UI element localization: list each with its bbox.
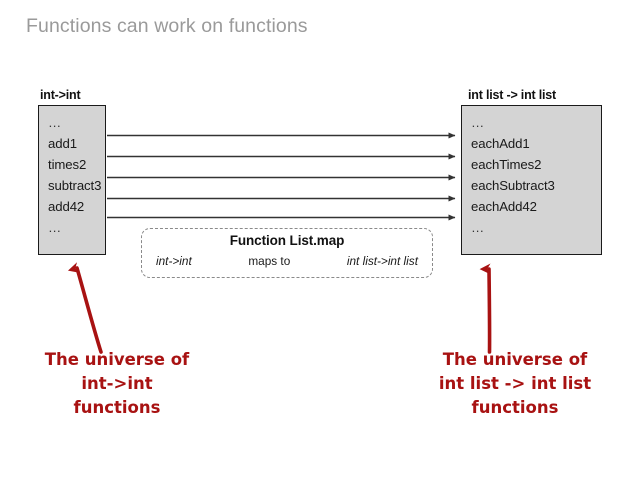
list-item: … xyxy=(48,220,63,235)
list-item: … xyxy=(471,115,486,130)
left-set-header: int->int xyxy=(40,88,81,102)
right-set-header: int list -> int list xyxy=(468,88,557,102)
map-callout-title: Function List.map xyxy=(229,233,345,248)
left-set-box: … add1 times2 subtract3 add42 … xyxy=(38,105,106,255)
annotation-line: functions xyxy=(73,398,161,417)
right-annotation-arrow xyxy=(479,263,492,354)
annotation-line: The universe of xyxy=(442,350,588,369)
right-set-member-list: … eachAdd1 eachTimes2 eachSubtract3 each… xyxy=(471,112,597,238)
list-item: add1 xyxy=(48,136,77,151)
map-relation-label: maps to xyxy=(248,254,291,268)
list-item: eachAdd42 xyxy=(471,199,537,214)
left-annotation-text: The universe of int->int functions xyxy=(22,348,212,420)
annotation-line: int list -> int list xyxy=(438,374,592,393)
left-annotation-arrow xyxy=(67,262,103,354)
list-item: subtract3 xyxy=(48,178,102,193)
list-item: eachTimes2 xyxy=(471,157,542,172)
right-set-box: … eachAdd1 eachTimes2 eachSubtract3 each… xyxy=(461,105,602,255)
left-set-member-list: … add1 times2 subtract3 add42 … xyxy=(48,112,101,238)
list-item: … xyxy=(471,220,486,235)
map-source-type: int->int xyxy=(156,254,192,268)
annotation-line: The universe of xyxy=(44,350,190,369)
page-title: Functions can work on functions xyxy=(26,15,308,37)
mapping-arrow-group xyxy=(107,132,456,221)
list-item: eachSubtract3 xyxy=(471,178,555,193)
list-item: times2 xyxy=(48,157,87,172)
list-item: … xyxy=(48,115,63,130)
right-annotation-text: The universe of int list -> int list fun… xyxy=(400,348,630,420)
map-callout-box: Function List.map int->int maps to int l… xyxy=(141,228,433,278)
map-target-type: int list->int list xyxy=(346,254,418,268)
annotation-line: functions xyxy=(471,398,559,417)
list-item: add42 xyxy=(48,199,85,214)
list-item: eachAdd1 xyxy=(471,136,530,151)
map-callout-signature: int->int maps to int list->int list xyxy=(142,254,432,268)
annotation-line: int->int xyxy=(81,374,153,393)
